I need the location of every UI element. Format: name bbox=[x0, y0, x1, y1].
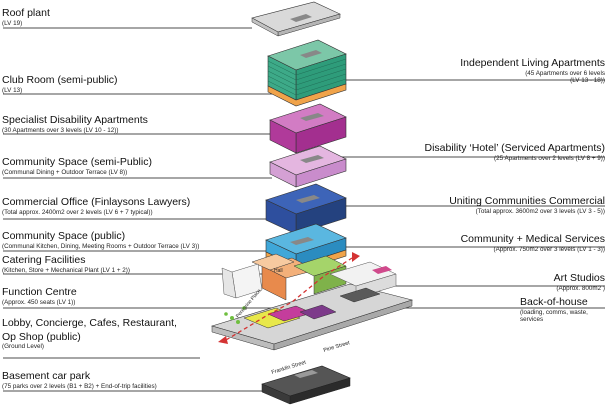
label-disability-hotel: Disability ‘Hotel’ (Serviced Apartments)… bbox=[424, 143, 605, 162]
label-art-studios: Art Studios (Approx. 800m2 ) bbox=[554, 273, 605, 292]
label-sub-line2: services bbox=[520, 315, 544, 323]
label-sub: (Approx. 450 seats (LV 1)) bbox=[2, 298, 76, 306]
label-sub: (LV 19) bbox=[2, 19, 23, 27]
label-title: Disability ‘Hotel’ (Serviced Apartments) bbox=[424, 142, 605, 154]
label-sub: (Total approx. 3600m2 over 3 levels (LV … bbox=[475, 207, 605, 215]
label-title: Community Space (public) bbox=[2, 230, 126, 242]
label-basement: Basement car park (75 parks over 2 level… bbox=[2, 371, 157, 390]
label-title: Roof plant bbox=[2, 7, 50, 19]
label-lobby: Lobby, Concierge, Cafes, Restaurant, Op … bbox=[2, 318, 177, 350]
label-title: Art Studios bbox=[553, 272, 605, 284]
street-label-pirie: Pirie Street bbox=[323, 340, 351, 354]
label-sub: (25 Apartments over 2 levels (LV 8 + 9)) bbox=[493, 154, 605, 162]
label-sub: (75 parks over 2 levels (B1 + B2) + End-… bbox=[2, 382, 157, 390]
label-title: Community Space (semi-Public) bbox=[2, 156, 152, 168]
label-sub: (Approx. 750m2 over 3 levels (LV 1 - 3)) bbox=[493, 245, 605, 253]
label-title-line2: Op Shop (public) bbox=[2, 330, 81, 343]
label-sub: (loading, comms, waste, bbox=[520, 308, 588, 316]
street-label-hall: Hall bbox=[274, 268, 283, 274]
label-uc-commercial: Uniting Communities Commercial (Total ap… bbox=[449, 196, 605, 215]
label-club-room: Club Room (semi-public) (LV 13) bbox=[2, 75, 118, 94]
label-sub-line2: (LV 13 - 18)) bbox=[570, 76, 605, 84]
label-sub: (Approx. 800m2 ) bbox=[556, 284, 605, 292]
label-sub: (Communal Kitchen, Dining, Meeting Rooms… bbox=[2, 242, 200, 250]
basement-block bbox=[261, 365, 351, 405]
label-independent-living: Independent Living Apartments (45 Apartm… bbox=[460, 58, 605, 84]
label-title: Community + Medical Services bbox=[460, 233, 605, 245]
label-title: Back-of-house bbox=[520, 296, 588, 308]
label-title: Basement car park bbox=[2, 370, 91, 382]
leader-lines bbox=[3, 27, 605, 392]
label-sub: (Kitchen, Store + Mechanical Plant (LV 1… bbox=[2, 266, 130, 274]
label-community-semi-public: Community Space (semi-Public) (Communal … bbox=[2, 157, 152, 176]
label-sub: (Ground Level) bbox=[2, 343, 44, 350]
label-title: Catering Facilities bbox=[2, 254, 86, 266]
label-sub: (LV 13) bbox=[2, 86, 23, 94]
label-title: Independent Living Apartments bbox=[460, 57, 605, 69]
label-sub: (Communal Dining + Outdoor Terrace (LV 8… bbox=[2, 168, 128, 176]
label-title: Uniting Communities Commercial bbox=[449, 195, 605, 207]
label-title: Specialist Disability Apartments bbox=[2, 114, 148, 126]
label-title: Lobby, Concierge, Cafes, Restaurant, bbox=[2, 317, 177, 329]
label-community-medical: Community + Medical Services (Approx. 75… bbox=[461, 234, 605, 253]
label-title: Commercial Office (Finlaysons Lawyers) bbox=[2, 196, 191, 208]
label-sub: (45 Apartments over 6 levels bbox=[525, 69, 605, 77]
label-title: Club Room (semi-public) bbox=[2, 74, 118, 86]
label-community-public: Community Space (public) (Communal Kitch… bbox=[2, 231, 199, 250]
podium-cluster bbox=[210, 252, 414, 351]
independent-living-block bbox=[267, 39, 347, 107]
label-back-of-house: Back-of-house (loading, comms, waste, se… bbox=[520, 297, 588, 323]
label-catering: Catering Facilities (Kitchen, Store + Me… bbox=[2, 255, 130, 274]
label-roof-plant: Roof plant (LV 19) bbox=[2, 8, 50, 27]
label-specialist-disability: Specialist Disability Apartments (30 Apa… bbox=[2, 115, 148, 134]
label-sub: (30 Apartments over 3 levels (LV 10 - 12… bbox=[2, 126, 119, 134]
roof-plant-block bbox=[251, 1, 341, 37]
label-function-centre: Function Centre (Approx. 450 seats (LV 1… bbox=[2, 287, 77, 306]
label-sub: (Total approx. 2400m2 over 2 levels (LV … bbox=[2, 208, 153, 216]
label-title: Function Centre bbox=[2, 286, 77, 298]
label-commercial-office: Commercial Office (Finlaysons Lawyers) (… bbox=[2, 197, 190, 216]
specialist-disability-block bbox=[269, 103, 347, 154]
commercial-office-block bbox=[265, 183, 347, 235]
disability-hotel-block bbox=[269, 145, 347, 188]
